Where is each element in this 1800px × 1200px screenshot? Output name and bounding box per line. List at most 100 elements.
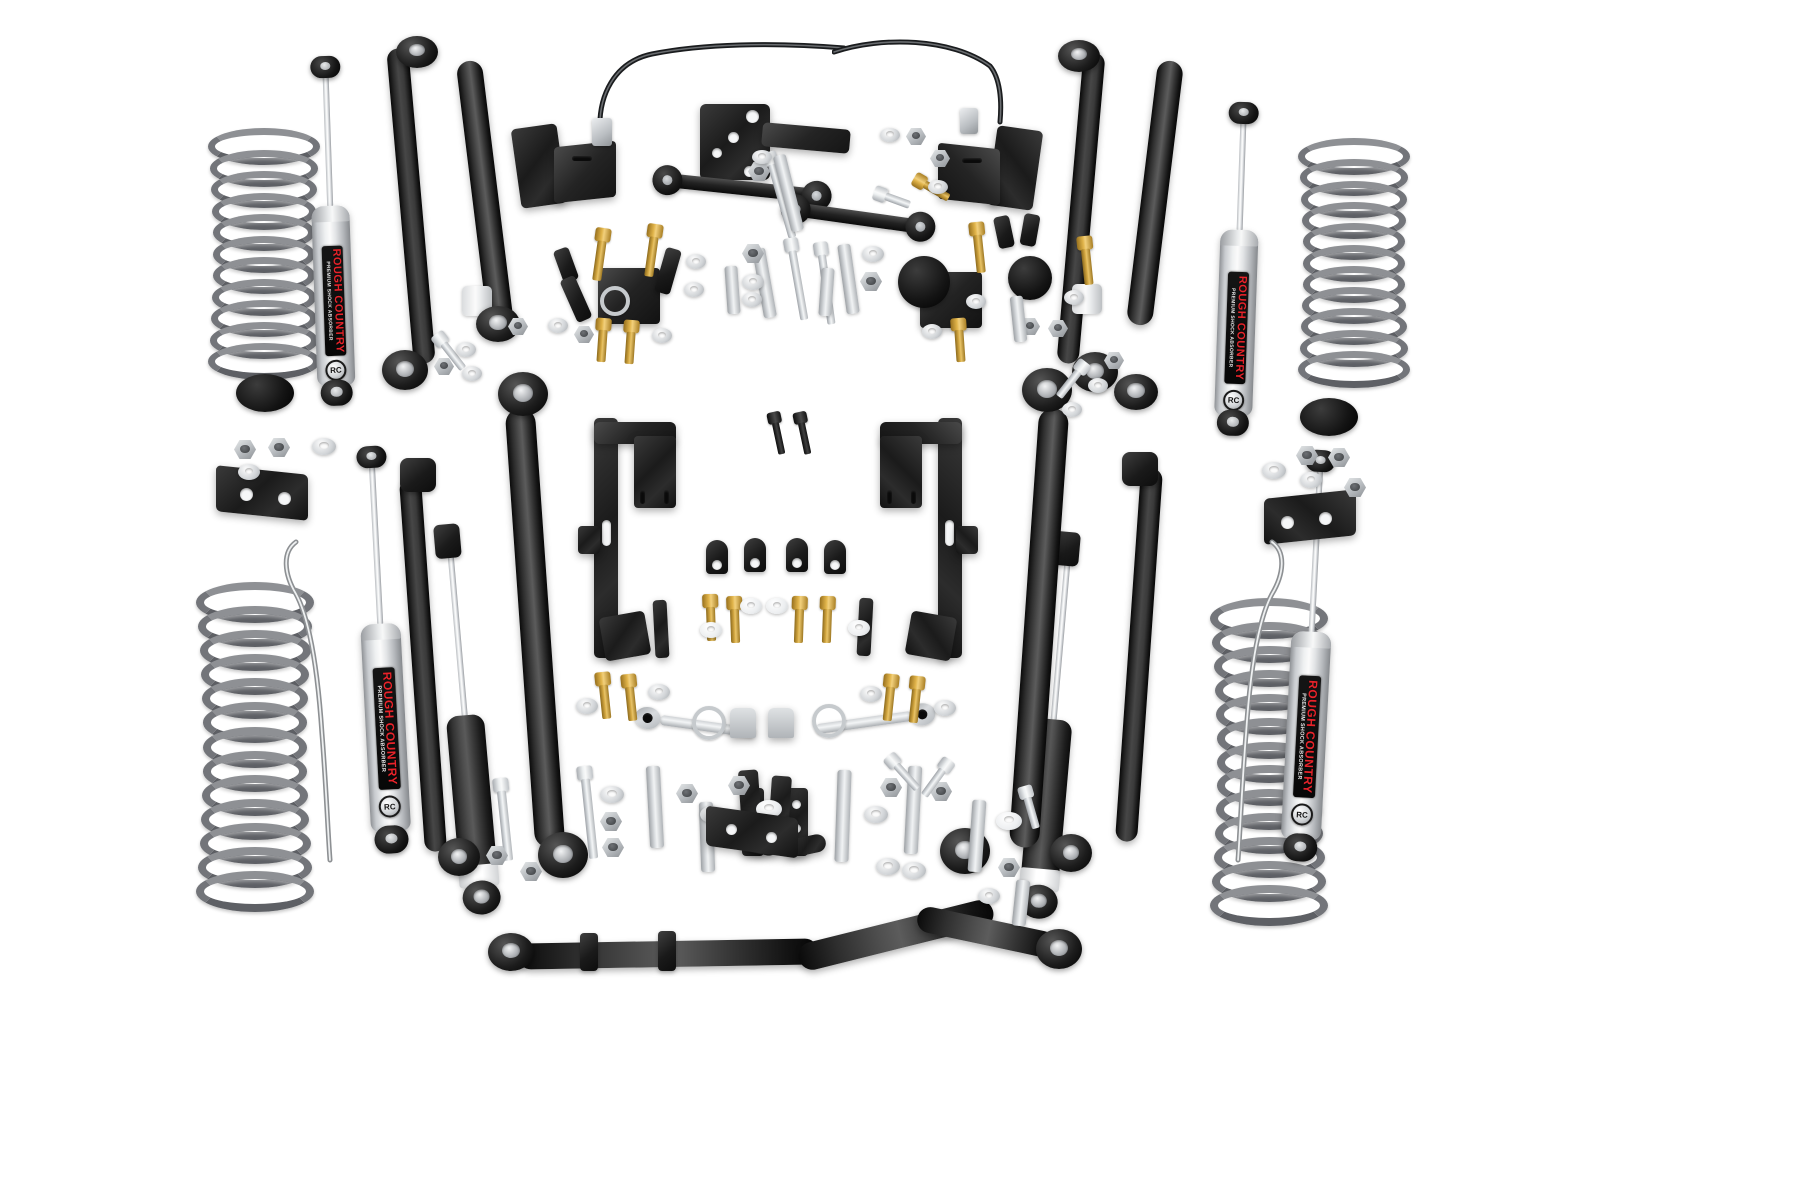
sway-bar-tab [744, 538, 766, 572]
control-arm-bushing [438, 838, 480, 876]
flat-washer [456, 342, 476, 357]
extended-brake-line-rear-left [276, 534, 346, 864]
gold-hex-bolt [593, 317, 612, 363]
brake-line-clip [692, 706, 726, 740]
bolt-shaft [624, 331, 636, 365]
bracket-hole [712, 148, 722, 158]
shock-label: ROUGH COUNTRY PREMIUM SHOCK ABSORBER [372, 667, 401, 791]
bolt-shaft [797, 422, 812, 455]
bolt-shaft [882, 686, 896, 722]
shock-rod [368, 447, 384, 626]
control-arm-bushing [1050, 834, 1092, 872]
bolt-shaft [592, 240, 607, 282]
shock-rod [446, 535, 468, 718]
shock-cap [360, 622, 402, 641]
sway-bar-tab [786, 538, 808, 572]
flat-washer [934, 700, 956, 716]
bracket-flange [554, 140, 616, 204]
rc-logo-badge: RC [378, 794, 402, 819]
gold-hex-bolt [621, 319, 640, 365]
bump-stop-extension-left [898, 256, 950, 308]
control-arm-yoke [400, 458, 436, 492]
brake-line-fitting [960, 108, 978, 134]
bracket-hole [1281, 516, 1294, 529]
bracket-tab [956, 526, 978, 554]
hex-nut [600, 812, 622, 831]
shock-upper-eye [355, 445, 388, 469]
hex-nut [930, 150, 950, 167]
control-arm-bushing [1058, 40, 1100, 72]
control-arm-bushing [396, 36, 438, 68]
shock-cap [1220, 229, 1259, 247]
gold-hex-bolt [818, 595, 836, 645]
brake-line-clip-tab [559, 274, 593, 324]
nylon-washer [996, 812, 1022, 830]
bolt-shaft [908, 688, 922, 724]
bracket-hole [962, 158, 982, 163]
flat-washer [548, 318, 568, 333]
flat-washer [864, 806, 888, 823]
brake-line-clip-tab [1019, 212, 1041, 248]
control-arm-bushing [382, 350, 428, 390]
coil-winding [1210, 885, 1328, 926]
flat-washer [576, 698, 598, 714]
gold-hex-bolt [594, 671, 615, 720]
hex-nut [742, 244, 764, 263]
bolt-shaft [788, 250, 809, 321]
bracket-hole [726, 824, 737, 835]
flat-washer [1300, 472, 1322, 488]
flat-washer [1062, 402, 1082, 417]
retaining-clip [600, 286, 630, 316]
bracket-hole [728, 132, 739, 143]
nylon-washer [766, 598, 788, 614]
bolt-shaft [580, 778, 599, 859]
hex-nut [602, 838, 624, 857]
black-bolt [792, 410, 815, 457]
hex-nut [676, 784, 698, 803]
flat-washer [922, 324, 942, 339]
control-arm-bushing [498, 372, 548, 416]
hex-nut [880, 778, 902, 797]
brake-line-bracket-left [216, 462, 308, 524]
bracket-hole [766, 832, 777, 843]
hex-nut [1296, 446, 1318, 465]
gold-hex-bolt [950, 317, 969, 363]
flat-washer [238, 464, 260, 480]
hex-bolt [782, 236, 813, 324]
shock-cap [1290, 630, 1332, 649]
flat-washer [860, 686, 882, 702]
steel-sleeve [837, 243, 860, 315]
rc-logo-badge: RC [1222, 389, 1245, 412]
rear-right-coil-spring [1210, 598, 1328, 926]
flat-washer [928, 180, 948, 194]
bolt-shaft [596, 329, 608, 363]
transfer-case-drop-bracket-left [510, 120, 620, 209]
rear-lower-control-arm-left [504, 407, 566, 849]
flat-washer [600, 786, 624, 803]
bolt-shaft [598, 684, 612, 720]
track-bar-clamp [580, 933, 598, 971]
front-upper-control-arm-left [386, 47, 436, 365]
bracket-hole [278, 492, 291, 505]
hex-nut [906, 128, 926, 145]
nylon-washer [700, 622, 722, 638]
shock-label: ROUGH COUNTRY PREMIUM SHOCK ABSORBER [1292, 675, 1322, 799]
bracket-tab [578, 526, 600, 554]
flat-washer [1064, 290, 1084, 305]
shock-label: ROUGH COUNTRY PREMIUM SHOCK ABSORBER [1224, 271, 1250, 385]
bolt-shaft [729, 608, 741, 644]
flat-washer [966, 294, 986, 309]
track-bar-end-bushing [1036, 929, 1082, 969]
bolt-shaft [624, 686, 638, 722]
front-upper-control-arm-right [1056, 51, 1106, 365]
steel-sleeve [645, 765, 665, 849]
link-end-bushing [903, 209, 938, 244]
flat-washer [902, 862, 926, 879]
bolt-shaft [771, 422, 786, 455]
coil-winding [196, 871, 314, 912]
shock-body: ROUGH COUNTRY PREMIUM SHOCK ABSORBER RC [311, 205, 356, 387]
bump-stop-puck [1300, 398, 1358, 436]
rear-upper-control-arm-right [1114, 467, 1164, 843]
bolt-shaft [644, 236, 659, 278]
bolt-shaft [793, 608, 805, 644]
